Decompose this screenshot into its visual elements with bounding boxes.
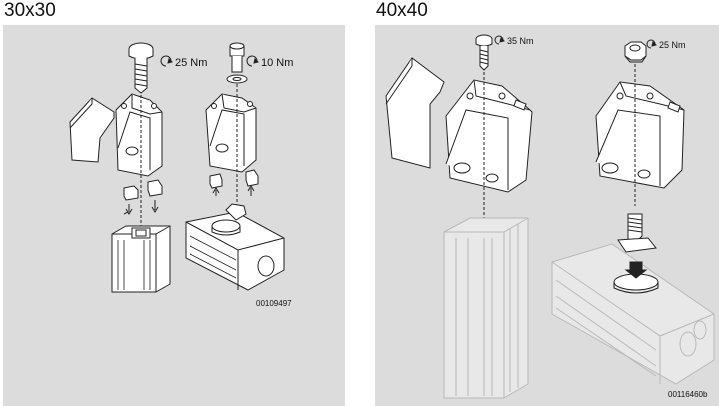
left-title: 30x30	[4, 0, 56, 21]
clockwise-arrow-icon	[246, 55, 258, 67]
left-bracket-2	[205, 93, 257, 173]
left-bolt-torque: 10 Nm	[261, 57, 293, 69]
right-bracket-1	[445, 79, 533, 193]
right-nut	[624, 41, 647, 63]
right-vertical-profile	[443, 217, 529, 399]
right-screw	[475, 34, 493, 71]
clockwise-arrow-icon	[494, 35, 504, 45]
clockwise-arrow-icon	[160, 55, 172, 67]
right-clips	[209, 169, 259, 196]
left-bracket-1	[115, 93, 163, 177]
left-clips	[123, 179, 163, 215]
right-cap	[385, 57, 445, 169]
left-cap	[69, 97, 115, 163]
right-screw-torque: 35 Nm	[507, 36, 534, 46]
left-panel	[3, 25, 345, 406]
left-screw-torque: 25 Nm	[175, 57, 207, 69]
right-horizontal-profile	[551, 243, 715, 385]
right-faded-profiles	[443, 217, 715, 399]
right-drawing-code: 00116460b	[668, 390, 708, 399]
right-drawing	[385, 34, 685, 230]
left-screw	[128, 42, 154, 94]
right-title: 40x40	[376, 0, 428, 21]
left-drawing	[69, 42, 285, 293]
right-nut-torque: 25 Nm	[659, 40, 686, 50]
left-bolt	[226, 42, 248, 84]
left-horizontal-profile	[185, 203, 285, 291]
left-vertical-profile	[111, 225, 171, 293]
right-bracket-2	[595, 81, 685, 189]
left-drawing-code: 00109497	[256, 299, 292, 308]
right-tbolt	[613, 213, 659, 294]
clockwise-arrow-icon	[646, 39, 656, 49]
